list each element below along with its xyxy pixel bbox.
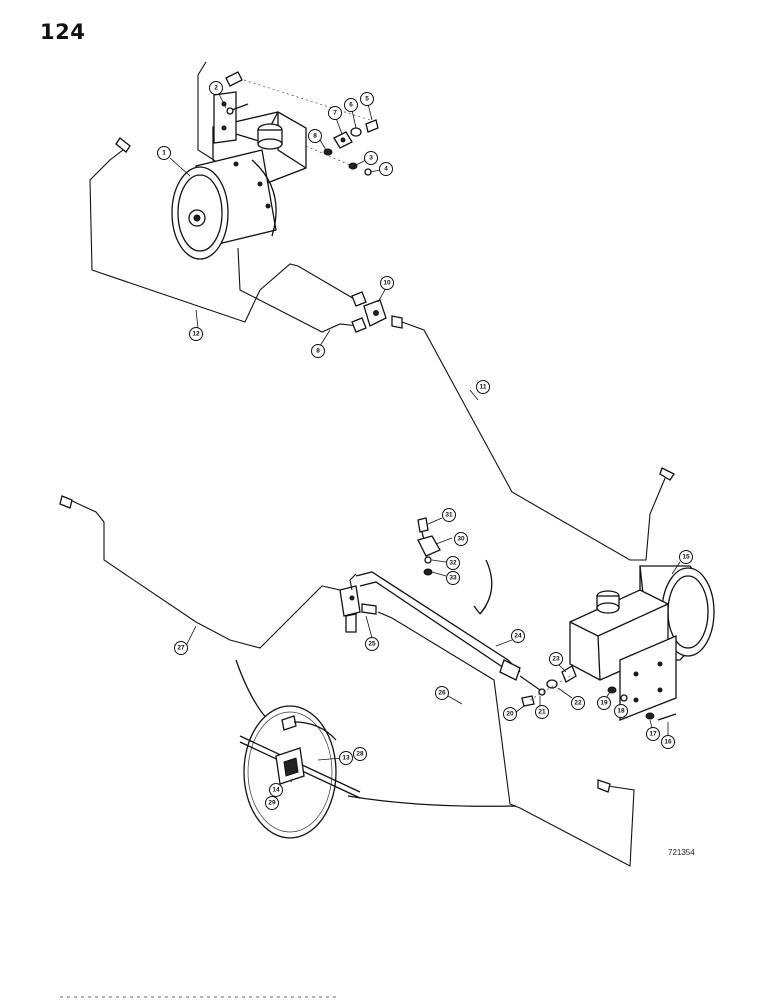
svg-text:14: 14 (272, 787, 280, 794)
svg-text:19: 19 (600, 700, 608, 707)
page-number: 124 (40, 20, 86, 44)
callout-31: 31 (442, 508, 456, 522)
svg-text:24: 24 (514, 633, 522, 640)
svg-text:11: 11 (480, 384, 487, 391)
fitting-25 (339, 573, 377, 633)
svg-text:30: 30 (457, 536, 465, 543)
brake-disc-assembly (239, 705, 361, 839)
svg-text:20: 20 (506, 711, 514, 718)
callout-6: 6 (344, 98, 358, 112)
svg-text:8: 8 (316, 348, 320, 355)
svg-text:23: 23 (552, 656, 560, 663)
callout-12: 12 (189, 327, 203, 341)
callout-3: 3 (364, 151, 378, 165)
lower-master-cylinder (569, 565, 715, 721)
callout-28: 28 (353, 747, 367, 761)
tee-fitting-10 (351, 291, 403, 333)
pointer-arrow (235, 659, 269, 721)
svg-text:12: 12 (192, 331, 200, 338)
callout-17: 17 (646, 727, 660, 741)
svg-text:17: 17 (649, 731, 657, 738)
callout-23: 23 (549, 652, 563, 666)
svg-text:22: 22 (574, 700, 582, 707)
svg-text:32: 32 (449, 560, 457, 567)
svg-text:29: 29 (268, 800, 276, 807)
svg-text:16: 16 (664, 739, 672, 746)
callouts: 1 2 3 4 5 6 7 8 8 10 (157, 81, 693, 810)
svg-text:7: 7 (333, 110, 337, 117)
svg-text:8: 8 (313, 133, 317, 140)
callout-5: 5 (360, 92, 374, 106)
svg-text:28: 28 (356, 751, 364, 758)
callout-14: 14 (269, 783, 283, 797)
callout-22: 22 (571, 696, 585, 710)
svg-text:3: 3 (369, 155, 373, 162)
callout-8: 8 (308, 129, 322, 143)
svg-text:27: 27 (177, 645, 185, 652)
lower-hardware (521, 665, 677, 721)
svg-text:10: 10 (383, 280, 391, 287)
callout-33: 33 (446, 571, 460, 585)
svg-text:5: 5 (365, 96, 369, 103)
callout-11: 11 (476, 380, 490, 394)
callout-32: 32 (446, 556, 460, 570)
pointer-arrow (347, 795, 517, 807)
svg-text:6: 6 (349, 102, 353, 109)
callout-10: 10 (380, 276, 394, 290)
svg-text:26: 26 (438, 690, 446, 697)
svg-text:15: 15 (682, 554, 690, 561)
upper-hardware (225, 71, 379, 176)
callout-19: 19 (597, 696, 611, 710)
callout-18: 18 (614, 704, 628, 718)
svg-text:13: 13 (342, 755, 350, 762)
callout-4: 4 (379, 162, 393, 176)
brake-line-8 (237, 247, 359, 333)
svg-text:25: 25 (368, 641, 376, 648)
callout-20: 20 (503, 707, 517, 721)
clip-and-bolt (417, 517, 493, 615)
svg-text:33: 33 (449, 575, 457, 582)
svg-text:2: 2 (214, 85, 218, 92)
callout-7: 7 (328, 106, 342, 120)
svg-text:21: 21 (538, 709, 546, 716)
hose-24 (355, 571, 541, 691)
callout-26: 26 (435, 686, 449, 700)
callout-1: 1 (157, 146, 171, 160)
callout-15: 15 (679, 550, 693, 564)
brake-line-27 (69, 499, 341, 649)
svg-text:4: 4 (384, 166, 388, 173)
callout-24: 24 (511, 629, 525, 643)
brake-line-11 (401, 321, 667, 561)
figure-id: 721354 (668, 848, 695, 857)
upper-master-cylinder (171, 91, 307, 260)
callout-2: 2 (209, 81, 223, 95)
svg-text:1: 1 (162, 150, 166, 157)
callout-21: 21 (535, 705, 549, 719)
callout-25: 25 (365, 637, 379, 651)
svg-text:18: 18 (617, 708, 625, 715)
callout-27: 27 (174, 641, 188, 655)
callout-30: 30 (454, 532, 468, 546)
callout-13: 13 (339, 751, 353, 765)
brake-line-12 (89, 145, 261, 323)
callout-16: 16 (661, 735, 675, 749)
callout-8-line: 8 (311, 344, 325, 358)
svg-text:31: 31 (445, 512, 453, 519)
callout-29: 29 (265, 796, 279, 810)
